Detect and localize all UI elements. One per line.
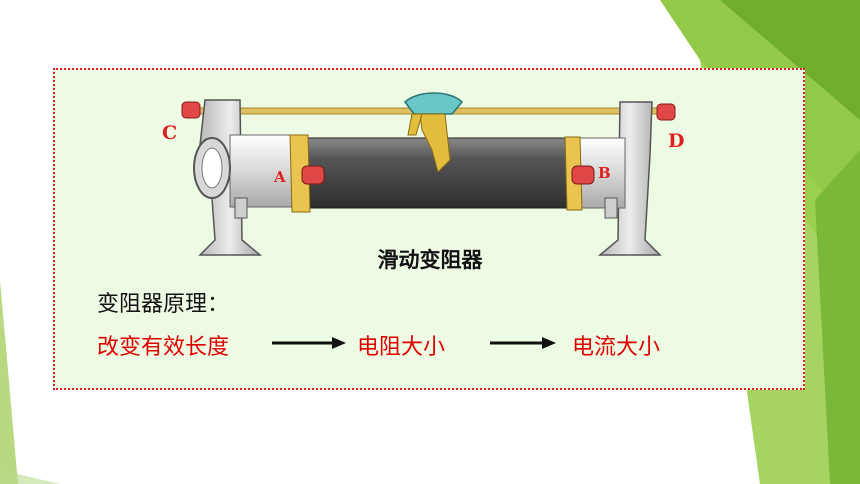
arrow-right-icon xyxy=(490,337,556,349)
pin-label-d: D xyxy=(668,130,685,152)
sliding-rheostat-illustration xyxy=(181,92,676,256)
pin-label-a: A xyxy=(274,168,286,186)
pin-label-c: C xyxy=(162,122,178,144)
chain-step-length: 改变有效长度 xyxy=(97,335,230,360)
diagram-caption: 滑动变阻器 xyxy=(377,248,483,272)
chain-step-resistance: 电阻大小 xyxy=(357,335,446,360)
principle-heading: 变阻器原理： xyxy=(97,292,230,317)
arrow-right-icon xyxy=(272,337,346,349)
chain-step-current: 电流大小 xyxy=(572,335,661,360)
pin-label-b: B xyxy=(598,164,611,182)
